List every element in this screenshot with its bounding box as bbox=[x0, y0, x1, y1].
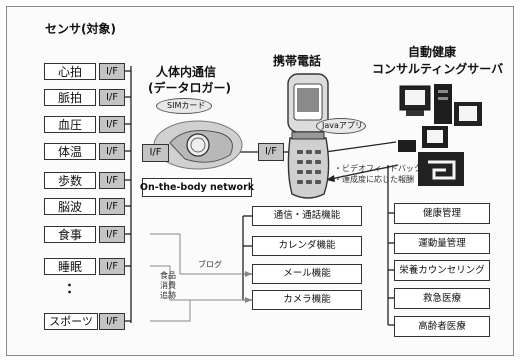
sensor-if: I/F bbox=[99, 116, 125, 133]
function-calendar: カレンダ機能 bbox=[252, 236, 362, 256]
sensor-if: I/F bbox=[99, 63, 125, 80]
sim-card-label: SIMカード bbox=[167, 101, 206, 110]
arrowhead-icon bbox=[245, 297, 252, 303]
sensor-body-temp: 体温 bbox=[44, 143, 96, 160]
server-title: 自動健康 bbox=[408, 45, 457, 59]
service-exercise-management: 運動量管理 bbox=[394, 233, 490, 254]
blog-label: ブログ bbox=[198, 260, 222, 269]
sensor-if: I/F bbox=[99, 313, 125, 330]
phone-to-server-line bbox=[324, 141, 397, 153]
sensor-sleep: 睡眠 bbox=[44, 258, 96, 275]
arrowhead-icon bbox=[326, 175, 335, 182]
service-health-management: 健康管理 bbox=[394, 203, 490, 224]
service-elderly-medicine: 高齢者医療 bbox=[394, 316, 490, 337]
sensor-meal: 食事 bbox=[44, 226, 96, 243]
food-label-3: 追跡 bbox=[160, 291, 176, 300]
phone-if: I/F bbox=[258, 143, 284, 161]
sensor-if: I/F bbox=[99, 198, 125, 215]
wrist-device-icon bbox=[153, 120, 243, 170]
service-nutrition-counseling: 栄養カウンセリング bbox=[394, 260, 490, 281]
sensor-brainwave: 脳波 bbox=[44, 198, 96, 215]
body-comm-if: I/F bbox=[142, 144, 169, 162]
arrowhead-icon bbox=[245, 271, 252, 277]
java-app-badge bbox=[316, 118, 366, 134]
body-comm-title: 人体内通信 bbox=[156, 65, 217, 79]
feedback-label-1: ・ビデオフィードバック bbox=[334, 164, 422, 173]
sensor-if: I/F bbox=[99, 89, 125, 106]
on-the-body-network-box: On-the-body network bbox=[140, 178, 254, 197]
server-computers-icon bbox=[398, 84, 482, 186]
service-emergency-medicine: 救急医療 bbox=[394, 288, 490, 309]
food-label-2: 消費 bbox=[160, 281, 176, 290]
sensor-blood-pressure: 血圧 bbox=[44, 116, 96, 133]
sensor-if: I/F bbox=[99, 143, 125, 160]
server-subtitle: コンサルティングサーバ bbox=[372, 62, 504, 76]
function-camera: カメラ機能 bbox=[252, 290, 362, 310]
phone-title: 携帯電話 bbox=[273, 54, 322, 68]
sensors-title: センサ(対象) bbox=[45, 22, 116, 36]
sensor-if: I/F bbox=[99, 172, 125, 189]
sensor-ellipsis: ： bbox=[66, 281, 80, 297]
sensor-steps: 歩数 bbox=[44, 172, 96, 189]
sim-card-badge bbox=[156, 98, 212, 114]
function-mail: メール機能 bbox=[252, 264, 362, 284]
food-label-1: 食品 bbox=[160, 271, 176, 280]
sensor-heart-rate: 心拍 bbox=[44, 63, 96, 80]
sensor-sports: スポーツ bbox=[44, 313, 98, 330]
feedback-label-2: ・達成度に応じた報酬 bbox=[334, 175, 414, 184]
function-communication: 通信・通話機能 bbox=[252, 206, 362, 226]
java-app-label: Javaアプリ bbox=[322, 121, 363, 130]
mobile-phone-icon bbox=[287, 73, 330, 199]
sensor-if: I/F bbox=[99, 226, 125, 243]
sensor-if: I/F bbox=[99, 258, 125, 275]
body-comm-subtitle: (データロガー) bbox=[148, 81, 231, 95]
sensor-pulse: 脈拍 bbox=[44, 89, 96, 106]
